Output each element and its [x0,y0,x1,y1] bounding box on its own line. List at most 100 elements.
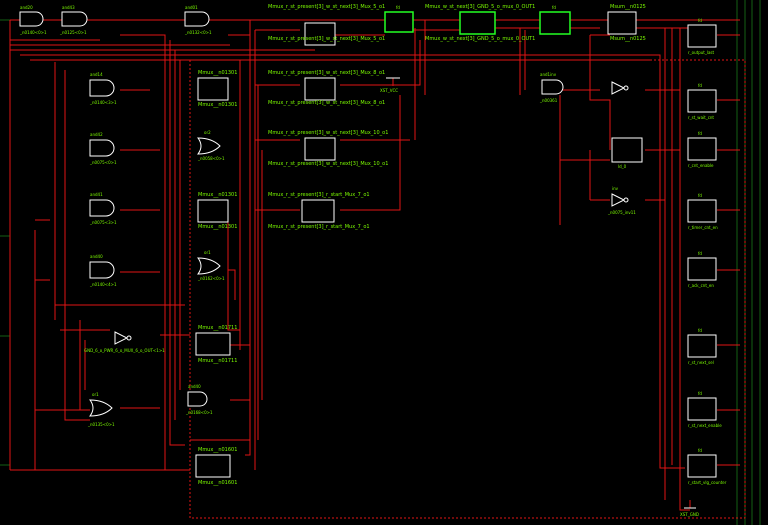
svg-text:GND_6_o_PWR_6_o_MUX_6_o_OUT<1>: GND_6_o_PWR_6_o_MUX_6_o_OUT<1>1 [84,348,165,353]
inv-top-right[interactable] [611,81,629,95]
svg-text:Mmux_w_st_next[3]_GND_5_o_mux_: Mmux_w_st_next[3]_GND_5_o_mux_0_OUT1 [425,4,535,10]
svg-text:_n0140<4>1: _n0140<4>1 [89,282,117,287]
svg-text:Mmux__n01601: Mmux__n01601 [198,447,237,453]
mux-m4[interactable]: Mmux__n01601 Mmux__n01601 [195,447,237,486]
flip-flop-type: fd [698,18,702,23]
mux-m3[interactable]: Mmux__n01711 Mmux__n01711 [195,325,237,364]
flip-flop-box [687,334,717,358]
svg-text:_n0075<0>1: _n0075<0>1 [89,160,117,165]
flip-flop-name: r_st_next_sel [688,360,714,365]
wire-net [9,19,740,511]
svg-text:and1inv: and1inv [540,72,557,77]
mux-p4[interactable]: Mmux_r_st_present[3]_r_start_Mux_7_o1 Mm… [268,192,370,230]
flip-flop-type: fd [698,391,702,396]
svg-text:_n0140<0>1: _n0140<0>1 [19,30,47,35]
flip-flop-6[interactable]: fd r_st_next_sel [687,328,717,365]
svg-text:fd: fd [552,5,556,10]
flip-flop-8[interactable]: fdr_start_vlg_counter [687,448,727,485]
svg-text:XST_GND: XST_GND [680,512,699,517]
mux-m1[interactable]: Mmux__n01301 Mmux__n01301 [197,70,237,108]
flip-flop-2[interactable]: fd r_st_wait_cnt [687,83,717,120]
svg-text:_n0132<0>1: _n0132<0>1 [184,30,212,35]
mux-p3[interactable]: Mmux_r_st_present[3]_w_st_next[3]_Mux_10… [268,130,388,167]
svg-text:Mmux__n01301: Mmux__n01301 [198,192,237,198]
svg-text:Mmux_r_st_present[3]_w_st_next: Mmux_r_st_present[3]_w_st_next[3]_Mux_5_… [268,4,385,10]
flip-flop-1[interactable]: fdr_output_last [687,18,717,55]
block-msum[interactable]: Msum__n0125 Msum__n0125 [607,4,646,42]
svg-text:Mmux_r_st_present[3]_w_st_next: Mmux_r_st_present[3]_w_st_next[3]_Mux_8_… [268,100,385,106]
svg-text:and41: and41 [90,192,103,197]
mux-p1[interactable]: Mmux_r_st_present[3]_w_st_next[3]_Mux_5_… [268,4,385,46]
svg-text:Msum__n0125: Msum__n0125 [610,36,646,42]
flip-flop-box [687,257,717,281]
svg-text:or1: or1 [92,392,99,397]
selection-box [189,59,746,519]
flip-flop-name: r_ack_cnt_en [688,283,714,288]
flip-flop-7[interactable]: fdr_st_next_enable [687,391,722,428]
gate-or1-bottom[interactable]: or1 _n0135<0>1 [87,392,115,427]
flip-flop-box [687,454,717,478]
gate-inv[interactable]: inv _n0075_inv11 [607,186,636,215]
flip-flop-name: r_start_vlg_counter [688,480,727,485]
mux-top-next[interactable]: Mmux_w_st_next[3]_GND_5_o_mux_0_OUT1 Mmu… [425,4,535,42]
flip-flop-type: fd [698,83,702,88]
svg-text:Msum__n0125: Msum__n0125 [610,4,646,10]
gate-and43[interactable]: and43 _n0125<0>1 [59,5,88,35]
svg-text:Mmux__n01301: Mmux__n01301 [198,224,237,230]
svg-text:_n0075_inv11: _n0075_inv11 [607,210,636,215]
svg-text:and14: and14 [90,72,103,77]
svg-text:_n0075<3>1: _n0075<3>1 [89,220,117,225]
block-ld[interactable]: ld_0 [611,137,643,169]
svg-text:and42: and42 [90,132,103,137]
mux-m2[interactable]: Mmux__n01301 Mmux__n01301 [197,192,237,230]
flip-flop-box [687,397,717,421]
svg-text:_n0058<0>1: _n0058<0>1 [197,156,225,161]
gate-or1-mid[interactable]: or1 _n0162<0>1 [197,250,225,281]
svg-text:Mmux_r_st_present[3]_w_st_next: Mmux_r_st_present[3]_w_st_next[3]_Mux_5_… [268,36,385,42]
gate-and40-small[interactable]: and40 _n0168<0>1 [185,384,213,415]
gate-and14[interactable]: and14 _n0140<3>1 [89,72,117,105]
gate-or2[interactable]: or2 _n0058<0>1 [197,130,225,161]
flip-flop-box [687,199,717,223]
svg-text:Mmux__n01301: Mmux__n01301 [198,102,237,108]
svg-text:Mmux_w_st_next[3]_GND_5_o_mux_: Mmux_w_st_next[3]_GND_5_o_mux_0_OUT1 [425,36,535,42]
flip-flop-type: fd [698,251,702,256]
gate-and40[interactable]: and40 _n0140<4>1 [89,254,117,287]
flip-flop-3[interactable]: fdr_cnt_enable [687,131,717,168]
inv-gnd-buffer[interactable]: GND_6_o_PWR_6_o_MUX_6_o_OUT<1>1 [84,331,165,353]
svg-text:Mmux_r_st_present[3]_r_start_M: Mmux_r_st_present[3]_r_start_Mux_7_o1 [268,224,370,230]
block-fd-top[interactable]: fd [384,5,414,33]
block-fd-mid[interactable]: fd [539,5,571,35]
svg-text:_n0168<0>1: _n0168<0>1 [185,410,213,415]
svg-text:Mmux__n01711: Mmux__n01711 [198,325,237,331]
block-xst-gnd[interactable]: XST_GND [680,500,699,517]
svg-text:Mmux__n01601: Mmux__n01601 [198,480,237,486]
flip-flop-name: r_st_wait_cnt [688,115,714,120]
mux-p2[interactable]: Mmux_r_st_present[3]_w_st_next[3]_Mux_8_… [268,70,385,106]
svg-text:XST_VCC: XST_VCC [380,88,398,93]
gate-and42[interactable]: and42 _n0075<0>1 [89,132,117,165]
svg-text:_n00361: _n00361 [539,98,558,103]
block-xst-vcc[interactable]: XST_VCC [380,77,400,93]
svg-text:Mmux__n01301: Mmux__n01301 [198,70,237,76]
flip-flop-name: r_cnt_enable [688,163,714,168]
flip-flop-type: fd [698,193,702,198]
svg-text:Mmux__n01711: Mmux__n01711 [198,358,237,364]
svg-text:inv: inv [612,186,619,191]
flip-flop-4[interactable]: fd r_timer_cnt_en [687,193,718,230]
flip-flop-name: r_timer_cnt_en [688,225,718,230]
svg-text:Mmux_r_st_present[3]_w_st_next: Mmux_r_st_present[3]_w_st_next[3]_Mux_10… [268,130,388,136]
gate-and20[interactable]: and20 _n0140<0>1 [19,5,47,35]
gate-and41[interactable]: and41 _n0075<3>1 [89,192,117,225]
svg-text:_n0162<0>1: _n0162<0>1 [197,276,225,281]
gate-and01[interactable]: and01 _n0132<0>1 [184,5,212,35]
gate-and1inv[interactable]: and1inv _n00361 [539,72,564,103]
svg-text:or1: or1 [204,250,211,255]
svg-text:and43: and43 [62,5,75,10]
svg-text:fd: fd [396,5,400,10]
flip-flop-5[interactable]: fd r_ack_cnt_en [687,251,717,288]
flip-flop-type: fd [698,328,702,333]
